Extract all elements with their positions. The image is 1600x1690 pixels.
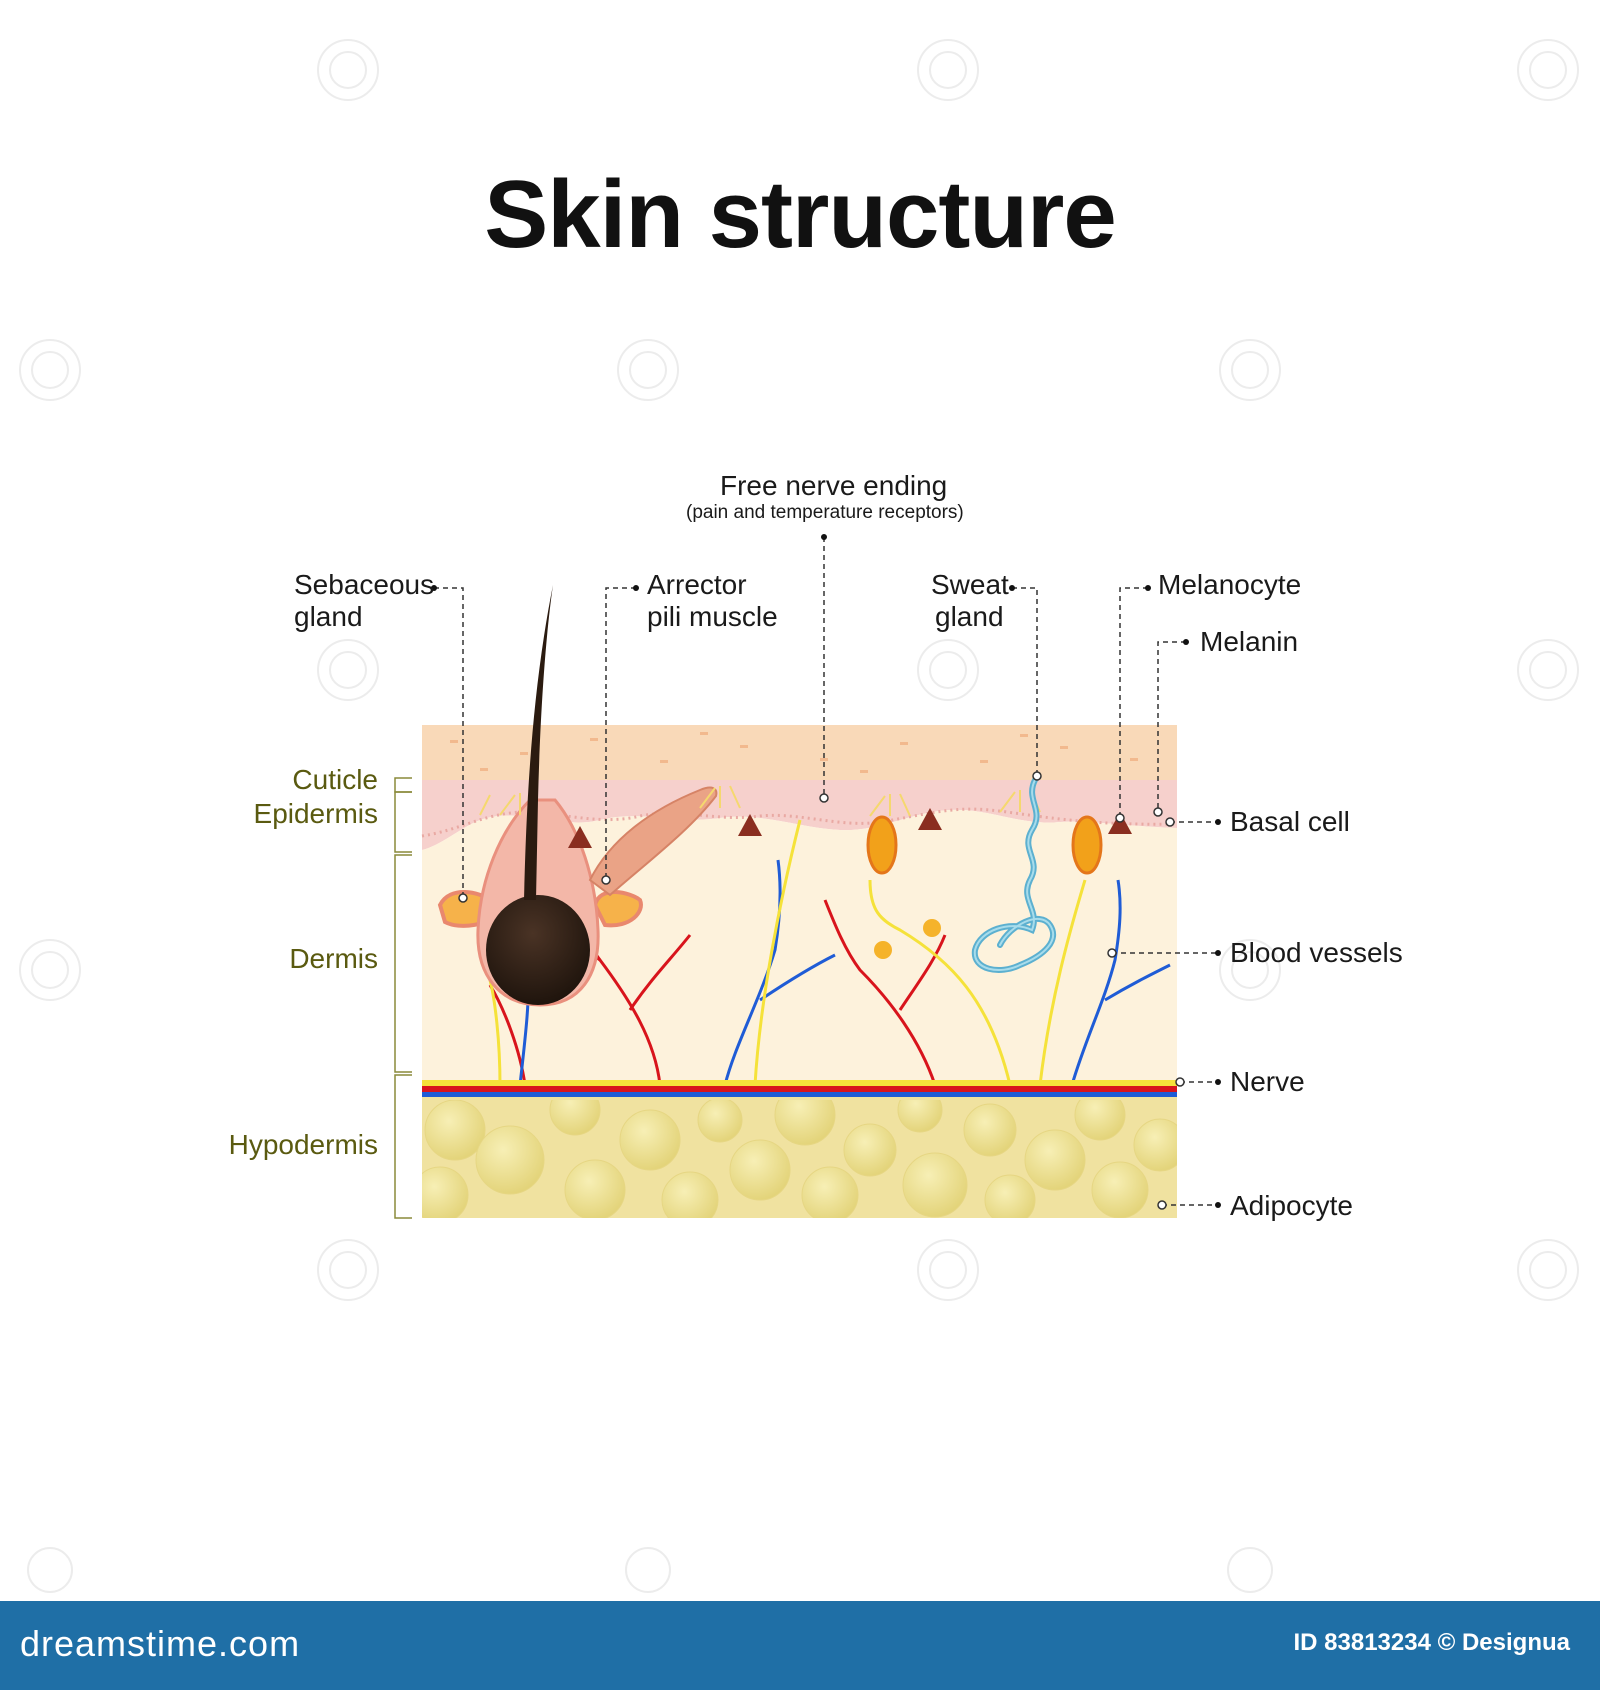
footer-bar: dreamstime.com ID 83813234 © Designua (0, 1601, 1600, 1690)
meissner-corpuscle-2 (1071, 815, 1103, 875)
footer-brand-logo: dreamstime.com (20, 1623, 301, 1664)
hair-bulb (486, 895, 590, 1005)
diagram-title: Skin structure (484, 161, 1117, 268)
label-melanocyte: Melanocyte (1158, 569, 1302, 600)
leader-arrector (605, 587, 636, 880)
layer-label-dermis: Dermis (289, 943, 378, 974)
bracket-dermis (394, 854, 412, 1073)
footer-credit: ID 83813234 © Designua (1293, 1629, 1571, 1656)
label-nerve: Nerve (1230, 1066, 1305, 1097)
label-arrector-1: Arrector (647, 569, 747, 600)
leader-melanin (1157, 641, 1186, 812)
leader-sebaceous (434, 587, 464, 898)
meissner-corpuscle-1 (866, 815, 898, 875)
nerve-band (422, 1080, 1177, 1086)
label-basal-cell: Basal cell (1230, 806, 1350, 837)
leader-melanocyte (1119, 587, 1148, 818)
watermark-layer (19, 39, 1579, 1593)
label-sebaceous-1: Sebaceous (294, 569, 435, 600)
hair-shaft (524, 585, 553, 900)
basal-line (421, 807, 1178, 838)
artery-band (422, 1086, 1177, 1092)
layer-label-cuticle: Cuticle (292, 764, 378, 795)
label-adipocyte: Adipocyte (1230, 1190, 1353, 1221)
label-free-nerve-ending-sub: (pain and temperature receptors) (686, 502, 964, 523)
label-melanin: Melanin (1200, 626, 1299, 657)
bracket-epidermis (394, 791, 412, 853)
layer-label-epidermis: Epidermis (253, 798, 378, 829)
label-blood-vessels: Blood vessels (1230, 937, 1403, 968)
label-free-nerve-ending: Free nerve ending (720, 470, 948, 501)
skin-cross-section (394, 534, 1221, 1219)
vein-band (422, 1092, 1177, 1097)
bracket-cuticle (394, 777, 412, 793)
cuticle-layer (422, 725, 1177, 780)
epidermis-layer (422, 780, 1177, 850)
bracket-hypodermis (394, 1074, 412, 1219)
layer-label-hypodermis: Hypodermis (228, 1129, 378, 1160)
label-sweat-1: Sweat (931, 569, 1009, 600)
label-sweat-2: gland (935, 601, 1004, 632)
label-arrector-2: pili muscle (647, 601, 778, 632)
label-sebaceous-2: gland (294, 601, 363, 632)
